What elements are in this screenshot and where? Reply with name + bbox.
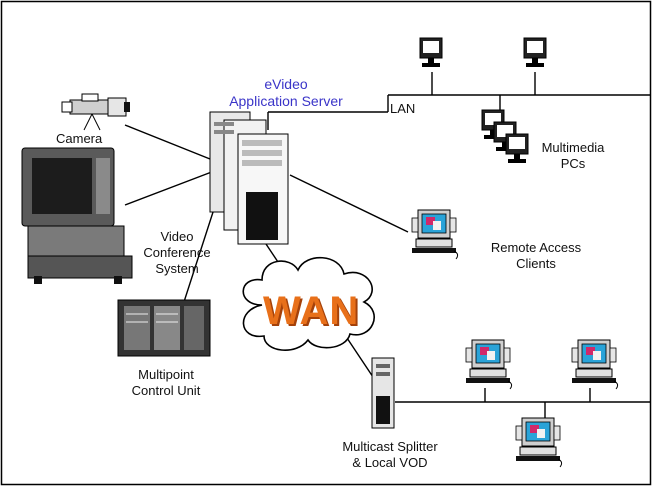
local-pc-1 [465, 339, 513, 390]
remote-access-label: Remote Access Clients [484, 240, 588, 272]
mcu-label-line2: Control Unit [131, 383, 201, 398]
lan-label: LAN [390, 101, 416, 116]
rack-unit-icon [117, 299, 211, 357]
video-conference-label-line2: Conference [143, 245, 211, 260]
multimedia-label-line1: Multimedia [541, 140, 605, 155]
video-conference-label: Video Conference System [132, 229, 222, 277]
wan-label: WAN [263, 289, 360, 333]
tower-server-icon [371, 357, 395, 429]
tv-monitor-icon [21, 147, 133, 284]
local-pc-3 [515, 417, 563, 468]
multimedia-label-line2: PCs [560, 156, 586, 171]
remote-access-pc-icon [411, 209, 459, 260]
lan-pc-2 [523, 37, 547, 68]
server-label-line1: eVideo [264, 76, 308, 92]
multimedia-pcs-icon [481, 109, 529, 164]
splitter-label: Multicast Splitter & Local VOD [330, 439, 450, 471]
video-conference-label-line3: System [155, 261, 199, 276]
remote-access-label-line1: Remote Access [490, 240, 582, 255]
video-camera-icon [61, 93, 130, 131]
multimedia-label: Multimedia PCs [528, 140, 618, 172]
remote-access-label-line2: Clients [516, 256, 556, 271]
video-conference-label-line1: Video [160, 229, 194, 244]
mcu-label: Multipoint Control Unit [116, 367, 216, 399]
splitter-label-line1: Multicast Splitter [342, 439, 438, 454]
server-label: eVideo Application Server [216, 76, 356, 110]
cloud-icon [242, 256, 375, 351]
splitter-label-line2: & Local VOD [352, 455, 428, 470]
local-pc-2 [571, 339, 619, 390]
camera-label: Camera [56, 131, 103, 146]
server-tower-icon [209, 111, 289, 245]
mcu-label-line1: Multipoint [138, 367, 194, 382]
server-label-line2: Application Server [229, 93, 343, 109]
lan-pc-1 [419, 37, 443, 68]
